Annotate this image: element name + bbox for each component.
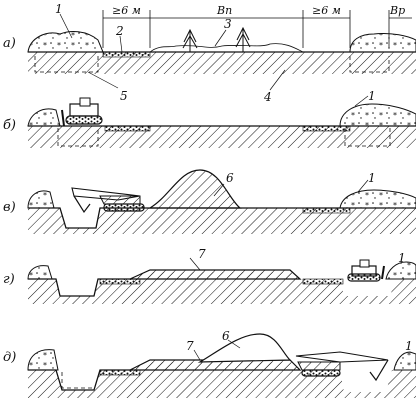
gravel-layer-right [302,125,351,132]
callout-6: 6 [226,171,234,185]
callout-1-d: 1 [405,339,413,353]
callouts-a: 1 2 3 4 5 [55,2,286,104]
topsoil-pile-right [349,33,416,53]
topsoil-pile-left [27,108,61,127]
row-label-v: в) [3,200,16,215]
soil-mound [147,169,242,209]
excavator-icon [295,351,389,382]
trench-outline [61,372,94,389]
stage-g: г) 7 1 [3,247,416,304]
row-label-a: а) [3,36,16,51]
ground-body [28,52,416,74]
dim-right-gap: ≥6 м [312,4,341,17]
ground-body [28,126,416,148]
topsoil-pile-right [339,103,416,127]
callout-3: 3 [224,17,232,31]
reserve-trench-outline [349,56,390,73]
gravel-layer [99,369,141,376]
dim-main-width: Вп [216,4,232,17]
topsoil-pile-right [339,189,416,209]
callout-1: 1 [55,2,63,16]
gravel-layer [102,51,151,58]
bulldozer-icon [61,97,103,127]
tree-icon [182,26,251,52]
callout-2: 2 [115,24,124,38]
topsoil-pile-left [27,190,55,209]
bulldozer-icon [347,259,385,282]
callout-1-v: 1 [368,171,376,185]
excavator-icon [71,187,145,214]
topsoil-pile-left [27,349,59,371]
callout-4: 4 [263,90,272,104]
gravel-layer [99,278,141,285]
callout-6-d: 6 [222,329,230,343]
stage-a: а) ≥6 м Вп ≥6 м Вр [3,2,416,104]
gravel-layer [104,125,151,132]
row-label-b: б) [3,118,16,133]
trench-outline [57,128,99,147]
callout-1-b: 1 [368,89,376,103]
callout-1-g: 1 [398,251,406,265]
row-label-d: д) [3,350,16,365]
topsoil-pile-left [27,31,104,53]
stage-v: в) 6 1 [3,169,416,234]
callout-7: 7 [198,247,206,261]
row-label-g: г) [3,272,15,287]
vegetation-line [148,43,304,53]
stage-d: д) 6 7 1 [3,329,416,398]
embankment [129,269,302,280]
stage-b: б) 1 [3,89,416,148]
callout-5: 5 [120,89,128,103]
dimension-line: ≥6 м Вп ≥6 м Вр [102,4,412,48]
topsoil-pile-left [27,265,53,280]
reserve-trench-outline [344,128,391,147]
dim-left-gap: ≥6 м [112,4,141,17]
soil-mound [197,333,292,363]
ground-body [28,208,416,234]
topsoil-pile-right [393,351,416,371]
gravel-layer-right [302,207,351,214]
trench-outline [34,56,99,73]
dim-reserve-width: Вр [389,4,405,17]
gravel-layer-right [302,278,344,285]
callout-7-d: 7 [186,339,194,353]
